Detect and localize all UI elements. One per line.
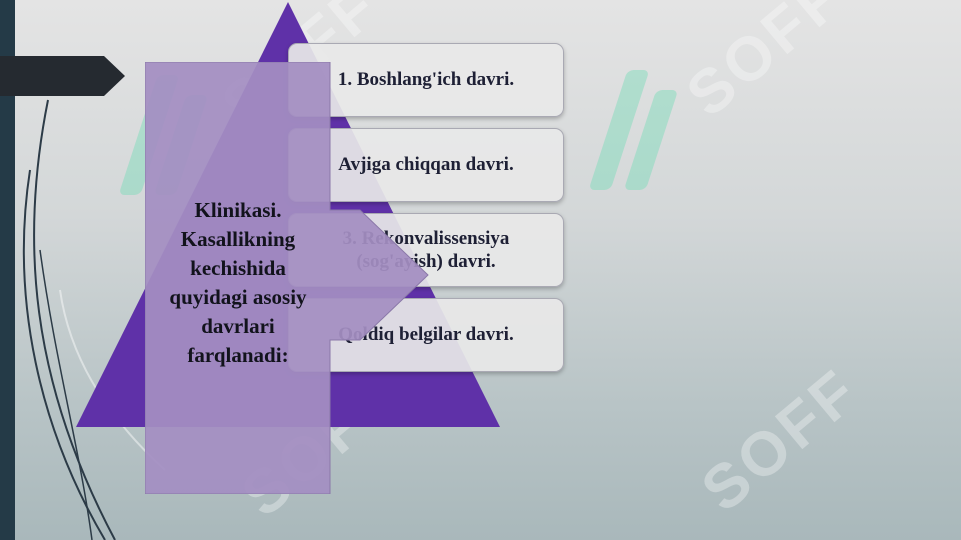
stage-label: 1. Boshlang'ich davri. bbox=[337, 69, 515, 90]
stage-label: Avjiga chiqqan davri. bbox=[338, 154, 514, 175]
callout-arrow-shape bbox=[145, 62, 429, 494]
title-tab bbox=[0, 56, 125, 96]
left-accent-strip bbox=[0, 0, 15, 540]
stage-label: Qoldiq belgilar davri. bbox=[338, 324, 514, 345]
stage-box-2: Avjiga chiqqan davri. bbox=[288, 128, 564, 202]
main-label: Klinikasi. Kasallikning kechishida quyid… bbox=[169, 198, 307, 367]
